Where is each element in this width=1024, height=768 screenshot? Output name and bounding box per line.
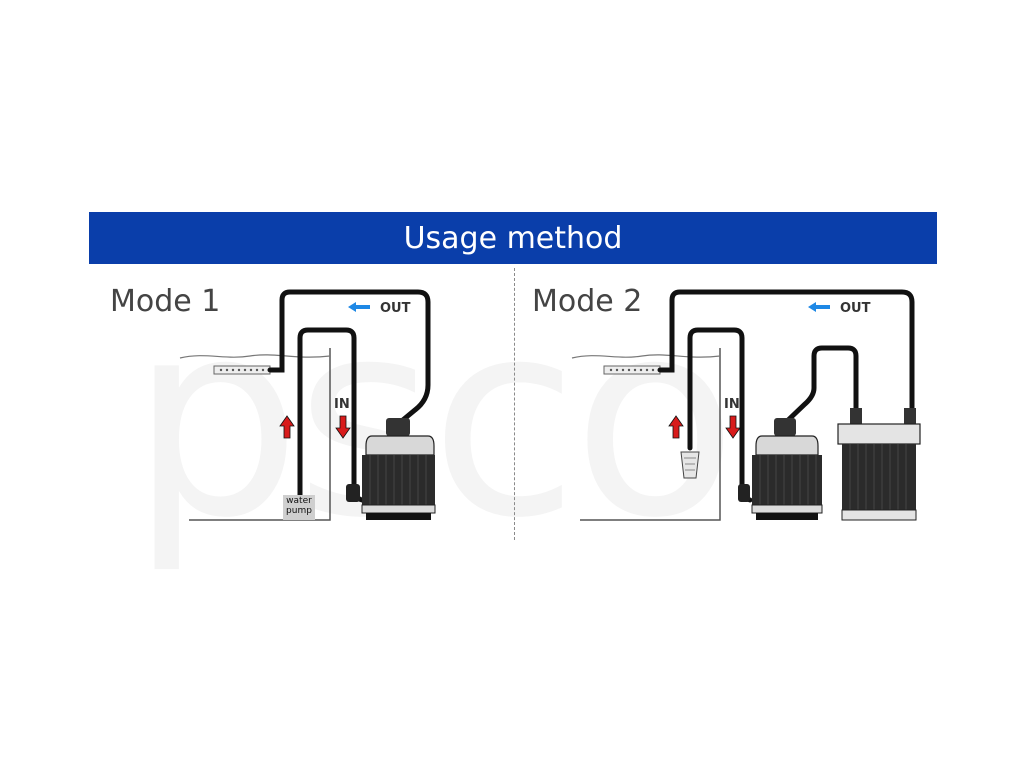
up-arrow-icon xyxy=(279,415,295,439)
tank-wall xyxy=(580,348,721,521)
in-label: IN xyxy=(334,397,350,412)
water-surface xyxy=(179,354,331,359)
mode-2-label: Mode 2 xyxy=(532,284,643,319)
spray-bar xyxy=(213,365,271,375)
filter-canister xyxy=(346,418,436,520)
filter-canister xyxy=(738,418,823,520)
outflow-tube xyxy=(267,289,431,427)
inflow-tube xyxy=(297,327,365,503)
connecting-tube xyxy=(781,345,859,427)
out-label: OUT xyxy=(380,301,411,316)
water-surface xyxy=(571,354,721,359)
tank-wall xyxy=(189,348,331,521)
spray-bar xyxy=(603,365,661,375)
intake-strainer xyxy=(680,451,700,479)
in-arrow-icon xyxy=(335,415,351,439)
up-arrow-icon xyxy=(668,415,684,439)
in-label: IN xyxy=(724,397,740,412)
water-pump-label: water pump xyxy=(283,495,315,520)
mode-divider xyxy=(514,268,515,540)
external-canister xyxy=(837,408,921,521)
out-arrow-icon xyxy=(348,302,370,312)
out-arrow-icon xyxy=(808,302,830,312)
out-label: OUT xyxy=(840,301,871,316)
banner-title: Usage method xyxy=(403,220,623,256)
in-arrow-icon xyxy=(725,415,741,439)
mode-2-diagram: OUT IN xyxy=(571,289,921,521)
outflow-tube xyxy=(657,289,915,413)
usage-method-banner: Usage method xyxy=(89,212,937,264)
mode-1-diagram: OUT IN xyxy=(179,289,436,521)
mode-1-label: Mode 1 xyxy=(110,284,221,319)
